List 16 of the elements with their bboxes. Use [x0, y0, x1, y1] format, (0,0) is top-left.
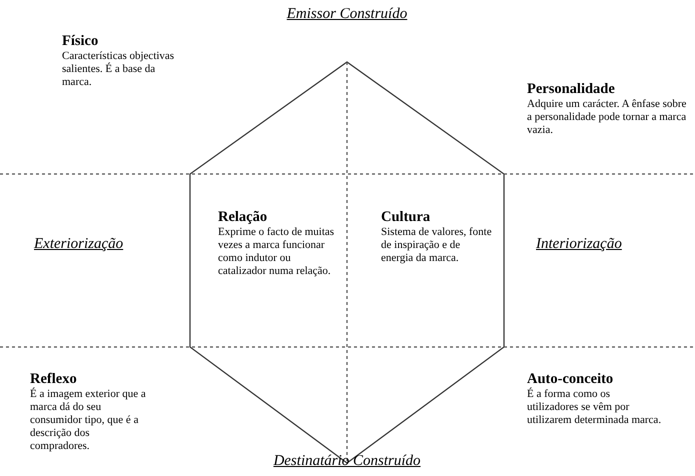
facet-heading: Cultura	[381, 209, 430, 226]
axis-label: Interiorização	[536, 236, 622, 253]
facet-heading: Físico	[62, 33, 98, 50]
facet-description: Adquire um carácter. A ênfase sobre a personalidade pode tornar a marca vazia.	[527, 98, 688, 137]
facet-description: Sistema de valores, fonte de inspiração e de energia da marca.	[381, 226, 493, 265]
facet-description: É a imagem exterior que a marca dá do seu consumidor tipo, que é a descrição dos compradores.	[30, 388, 147, 453]
facet-heading: Personalidade	[527, 81, 615, 98]
axis-label: Exteriorização	[34, 236, 124, 253]
facet-description: Exprime o facto de muitas vezes a marca funcionar como indutor ou catalizador numa relação.	[218, 226, 336, 278]
facet-description: É a forma como os utilizadores se vêm por utilizarem determinada marca.	[527, 388, 662, 427]
axis-label: Emissor Construído	[286, 6, 408, 23]
facet-heading: Reflexo	[30, 371, 77, 388]
facet-heading: Relação	[218, 209, 268, 226]
facet-description: Características objectivas salientes. É a base da marca.	[62, 50, 176, 89]
facet-heading: Auto-conceito	[527, 371, 614, 388]
axis-label: Destinatário Construído	[273, 453, 421, 470]
